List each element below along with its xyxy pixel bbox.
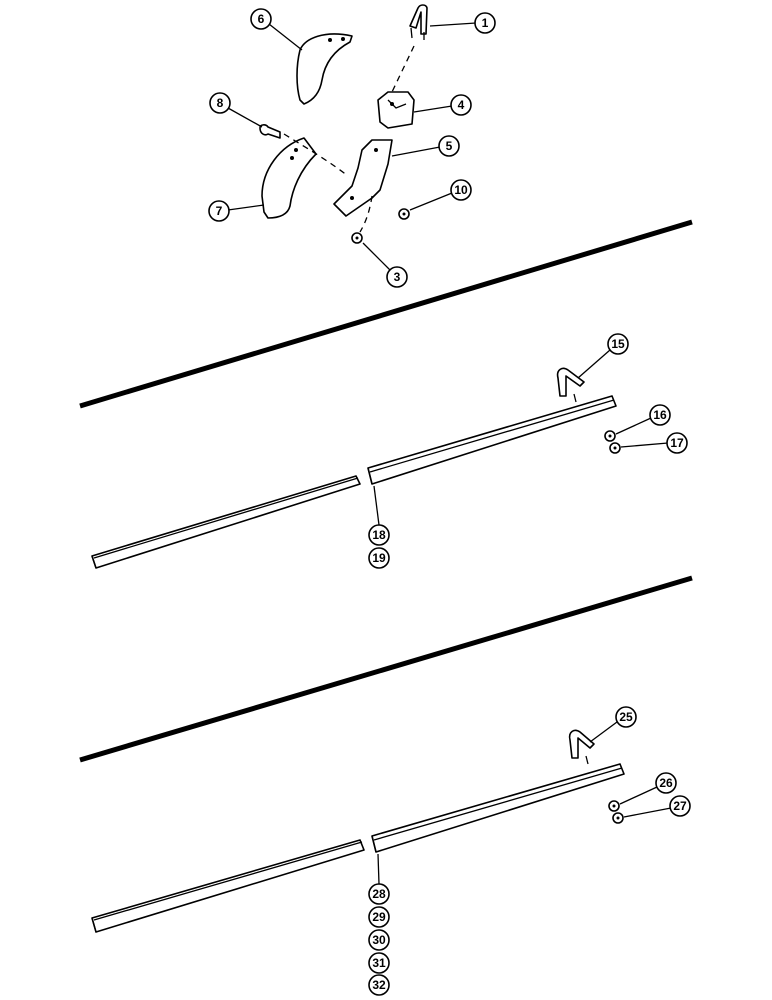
rail-right-middle (367, 395, 617, 485)
callout-19: 19 (368, 547, 390, 569)
clamp-block (377, 91, 415, 129)
section-divider-1 (79, 219, 693, 409)
svg-text:19: 19 (372, 551, 386, 565)
callout-1: 1 (429, 12, 496, 34)
u-bolt-small (409, 4, 428, 35)
svg-text:27: 27 (673, 799, 687, 813)
svg-text:10: 10 (454, 183, 468, 197)
svg-text:31: 31 (372, 956, 386, 970)
callout-32: 32 (368, 974, 390, 996)
lock-washer-16 (604, 430, 616, 442)
hex-nut-10 (398, 208, 410, 220)
callout-7: 7 (208, 200, 265, 222)
svg-text:25: 25 (619, 710, 633, 724)
hex-nut-17 (609, 442, 621, 454)
section-divider-2 (79, 575, 693, 763)
rail-right-bottom (371, 763, 625, 853)
svg-text:26: 26 (659, 776, 673, 790)
svg-text:30: 30 (372, 933, 386, 947)
svg-text:7: 7 (216, 204, 223, 218)
svg-text:3: 3 (394, 270, 401, 284)
callout-6: 6 (250, 8, 303, 51)
shield-plate-lower (261, 137, 317, 219)
callout-26: 26 (619, 772, 677, 805)
u-bolt-25 (568, 729, 595, 759)
svg-text:17: 17 (670, 436, 684, 450)
svg-text:32: 32 (372, 978, 386, 992)
bracket-assembly (259, 4, 428, 244)
callout-16: 16 (615, 404, 671, 435)
svg-text:18: 18 (372, 528, 386, 542)
svg-text:29: 29 (372, 910, 386, 924)
callout-18: 18 (368, 485, 390, 546)
rail-assembly-bottom (91, 729, 625, 933)
svg-text:28: 28 (372, 887, 386, 901)
callout-31: 31 (368, 952, 390, 974)
svg-text:5: 5 (446, 139, 453, 153)
callout-8: 8 (209, 92, 263, 128)
hex-nut-27 (612, 812, 624, 824)
hex-nut-3 (351, 232, 363, 244)
svg-text:16: 16 (653, 408, 667, 422)
callout-4: 4 (413, 94, 472, 116)
svg-text:15: 15 (611, 337, 625, 351)
callout-25: 25 (589, 706, 637, 743)
svg-text:8: 8 (217, 96, 224, 110)
svg-text:4: 4 (458, 98, 465, 112)
svg-text:6: 6 (258, 12, 265, 26)
carriage-bolt (259, 124, 281, 139)
lock-washer-26 (608, 800, 620, 812)
callout-30: 30 (368, 929, 390, 951)
u-bolt-15 (556, 367, 585, 397)
mounting-bracket (333, 139, 393, 217)
callout-29: 29 (368, 906, 390, 928)
rail-assembly-middle (91, 367, 621, 569)
svg-text:1: 1 (482, 16, 489, 30)
shield-plate-upper (296, 33, 353, 105)
callout-10: 10 (409, 179, 472, 211)
callout-28: 28 (368, 853, 390, 905)
callout-5: 5 (391, 135, 460, 157)
callout-17: 17 (620, 432, 688, 454)
callout-3: 3 (362, 242, 408, 288)
callout-15: 15 (577, 333, 629, 379)
callout-27: 27 (623, 795, 691, 818)
